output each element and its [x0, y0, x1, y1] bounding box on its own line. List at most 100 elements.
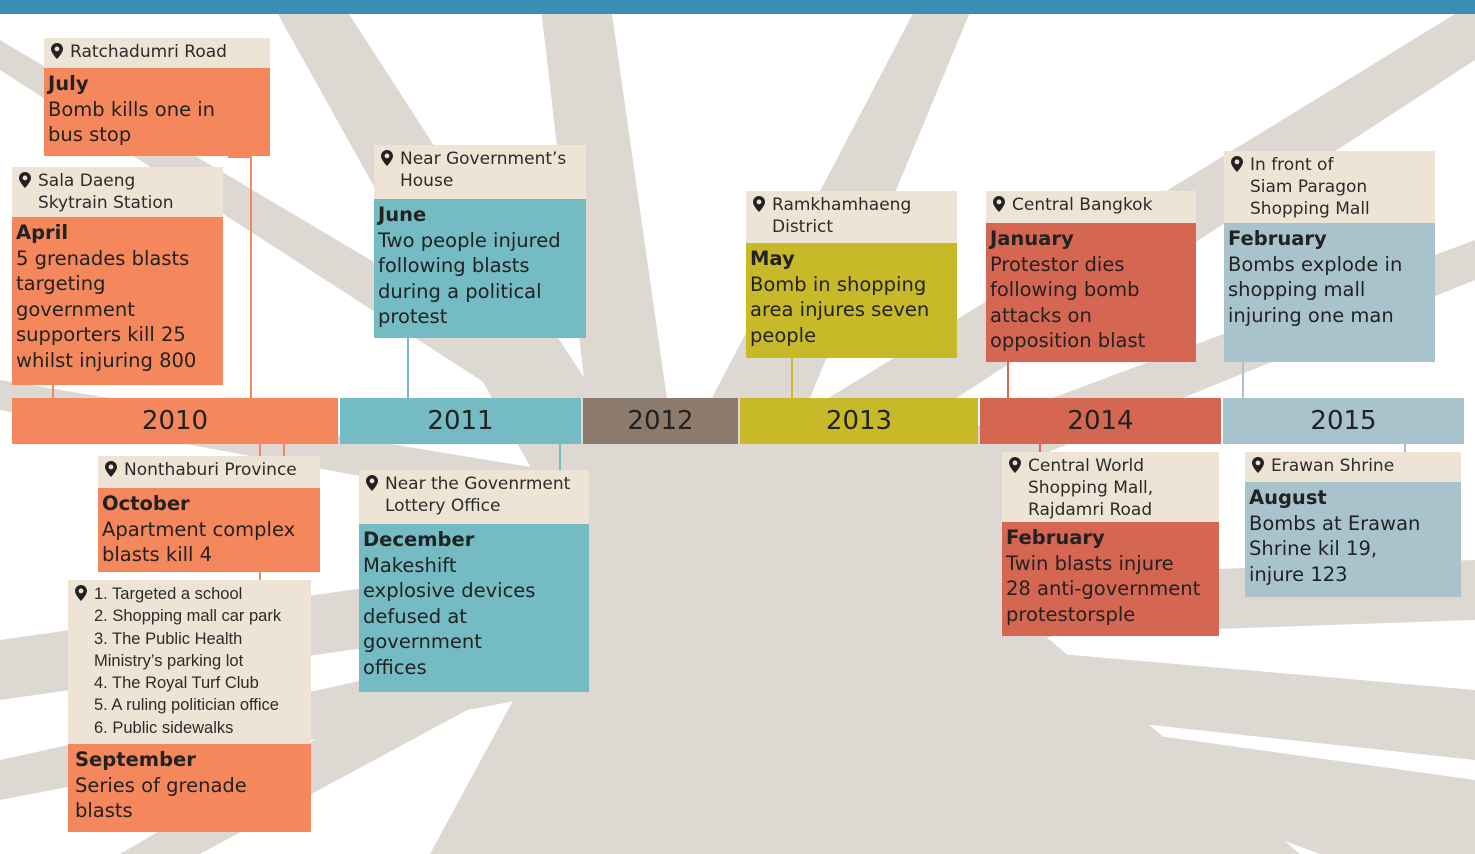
map-pin-icon	[993, 196, 1005, 212]
map-pin-icon	[366, 475, 378, 491]
location-text: 1. Targeted a school	[94, 585, 243, 603]
map-pin-icon	[19, 172, 31, 188]
event-month: April	[16, 221, 69, 244]
location-text: District	[772, 217, 834, 237]
event-text: blasts kill 4	[102, 543, 213, 566]
location-text: Shopping Mall,	[1028, 478, 1154, 498]
connector-april	[52, 385, 54, 398]
location-text: 6. Public sidewalks	[94, 718, 234, 737]
location-text: Lottery Office	[385, 496, 501, 516]
event-month: June	[378, 203, 427, 226]
event-card-august-2015: Erawan Shrine August Bombs at Erawan Shr…	[1245, 452, 1461, 597]
connector-october	[283, 444, 285, 460]
event-location: Erawan Shrine	[1245, 452, 1461, 482]
event-card-october-2010: Nonthaburi Province October Apartment co…	[98, 456, 320, 572]
event-body: February Twin blasts injure 28 anti-gove…	[1002, 522, 1219, 636]
connector-january	[1007, 362, 1009, 398]
event-text: government	[16, 297, 135, 321]
event-body: December Makeshift explosive devices def…	[359, 524, 589, 692]
year-2011: 2011	[340, 398, 581, 444]
event-card-february-2015: In front of Siam Paragon Shopping Mall F…	[1224, 151, 1435, 362]
event-text: Makeshift	[363, 553, 457, 577]
event-card-june-2011: Near Government’s House June Two people …	[374, 145, 586, 338]
event-text: Two people injured	[378, 228, 561, 252]
event-text: Bombs explode in	[1228, 252, 1403, 276]
event-card-january-2014: Central Bangkok January Protestor dies f…	[986, 191, 1196, 362]
event-location: Nonthaburi Province	[98, 456, 320, 488]
location-text: Near the Govenrment	[385, 474, 571, 494]
event-text: explosive devices	[363, 579, 536, 602]
event-month: October	[102, 492, 190, 515]
map-pin-icon	[1009, 457, 1021, 473]
connector-may	[791, 358, 793, 398]
event-card-february-2014: Central World Shopping Mall, Rajdamri Ro…	[1002, 452, 1219, 636]
connector-june	[407, 338, 409, 398]
map-pin-icon	[105, 461, 117, 477]
map-pin-icon	[51, 43, 63, 59]
event-text: attacks on	[990, 303, 1092, 327]
location-text: Skytrain Station	[38, 193, 174, 213]
event-text: government	[363, 630, 482, 653]
connector-february-2015	[1242, 362, 1244, 398]
location-text: Near Government’s	[400, 149, 567, 169]
event-body: July Bomb kills one in bus stop	[44, 68, 270, 156]
location-text: 3. The Public Health	[94, 629, 243, 648]
event-body: August Bombs at Erawan Shrine kil 19, in…	[1245, 482, 1461, 597]
map-pin-icon	[1231, 156, 1243, 172]
event-month: August	[1249, 486, 1327, 509]
event-text: people	[750, 323, 817, 347]
map-pin-icon	[75, 585, 87, 601]
event-text: offices	[363, 655, 427, 679]
location-text: Sala Daeng	[38, 171, 136, 191]
event-month: July	[48, 72, 89, 95]
year-2015: 2015	[1223, 398, 1464, 444]
event-text: Shrine kil 19,	[1249, 537, 1378, 560]
location-text: Ratchadumri Road	[70, 42, 227, 62]
location-text: Rajdamri Road	[1028, 500, 1153, 520]
map-pin-icon	[381, 150, 393, 166]
event-card-april-2010: Sala Daeng Skytrain Station April 5 gren…	[12, 167, 223, 385]
event-month: February	[1006, 526, 1105, 549]
connector-august	[1404, 444, 1406, 456]
event-text: during a political	[378, 279, 542, 303]
event-location: Central Bangkok	[986, 191, 1196, 223]
event-card-december-2011: Near the Govenrment Lottery Office Decem…	[359, 470, 589, 692]
event-card-may-2013: Ramkhamhaeng District May Bomb in shoppi…	[746, 191, 957, 358]
event-text: opposition blast	[990, 329, 1146, 352]
event-text: injure 123	[1249, 562, 1348, 586]
event-text: area injures seven	[750, 298, 930, 321]
event-location: Central World Shopping Mall, Rajdamri Ro…	[1002, 452, 1219, 522]
year-2014: 2014	[980, 398, 1221, 444]
event-text: whilst injuring 800	[16, 348, 197, 372]
event-location: Ratchadumri Road	[44, 38, 270, 68]
location-text: House	[400, 171, 454, 191]
connector-february-2014	[1039, 444, 1041, 456]
event-body: January Protestor dies following bomb at…	[986, 223, 1196, 362]
event-text: defused at	[363, 604, 467, 628]
event-text: Bomb in shopping	[750, 272, 927, 296]
location-text: Erawan Shrine	[1271, 456, 1395, 476]
year-2013: 2013	[740, 398, 978, 444]
event-text: injuring one man	[1228, 303, 1394, 327]
location-text: 5. A ruling politician office	[94, 696, 279, 715]
event-text: following bomb	[990, 278, 1140, 301]
event-location: In front of Siam Paragon Shopping Mall	[1224, 151, 1435, 223]
event-month: January	[990, 227, 1074, 250]
event-body: April 5 grenades blasts targeting govern…	[12, 217, 223, 385]
year-2012: 2012	[583, 398, 738, 444]
location-text: Nonthaburi Province	[124, 460, 297, 480]
year-2010: 2010	[12, 398, 338, 444]
location-text: Central Bangkok	[1012, 195, 1153, 215]
event-text: blasts	[75, 799, 133, 822]
event-text: following blasts	[378, 254, 530, 277]
location-text: Siam Paragon	[1250, 177, 1368, 197]
event-month: September	[75, 748, 196, 771]
event-location: Near the Govenrment Lottery Office	[359, 470, 589, 524]
map-pin-icon	[1252, 457, 1264, 473]
event-month: May	[750, 247, 795, 270]
event-body: February Bombs explode in shopping mall …	[1224, 223, 1435, 362]
location-text: In front of	[1250, 155, 1334, 175]
event-body: October Apartment complex blasts kill 4	[98, 488, 320, 572]
location-text: Ministry’s parking lot	[94, 651, 244, 670]
event-text: 5 grenades blasts	[16, 246, 190, 270]
